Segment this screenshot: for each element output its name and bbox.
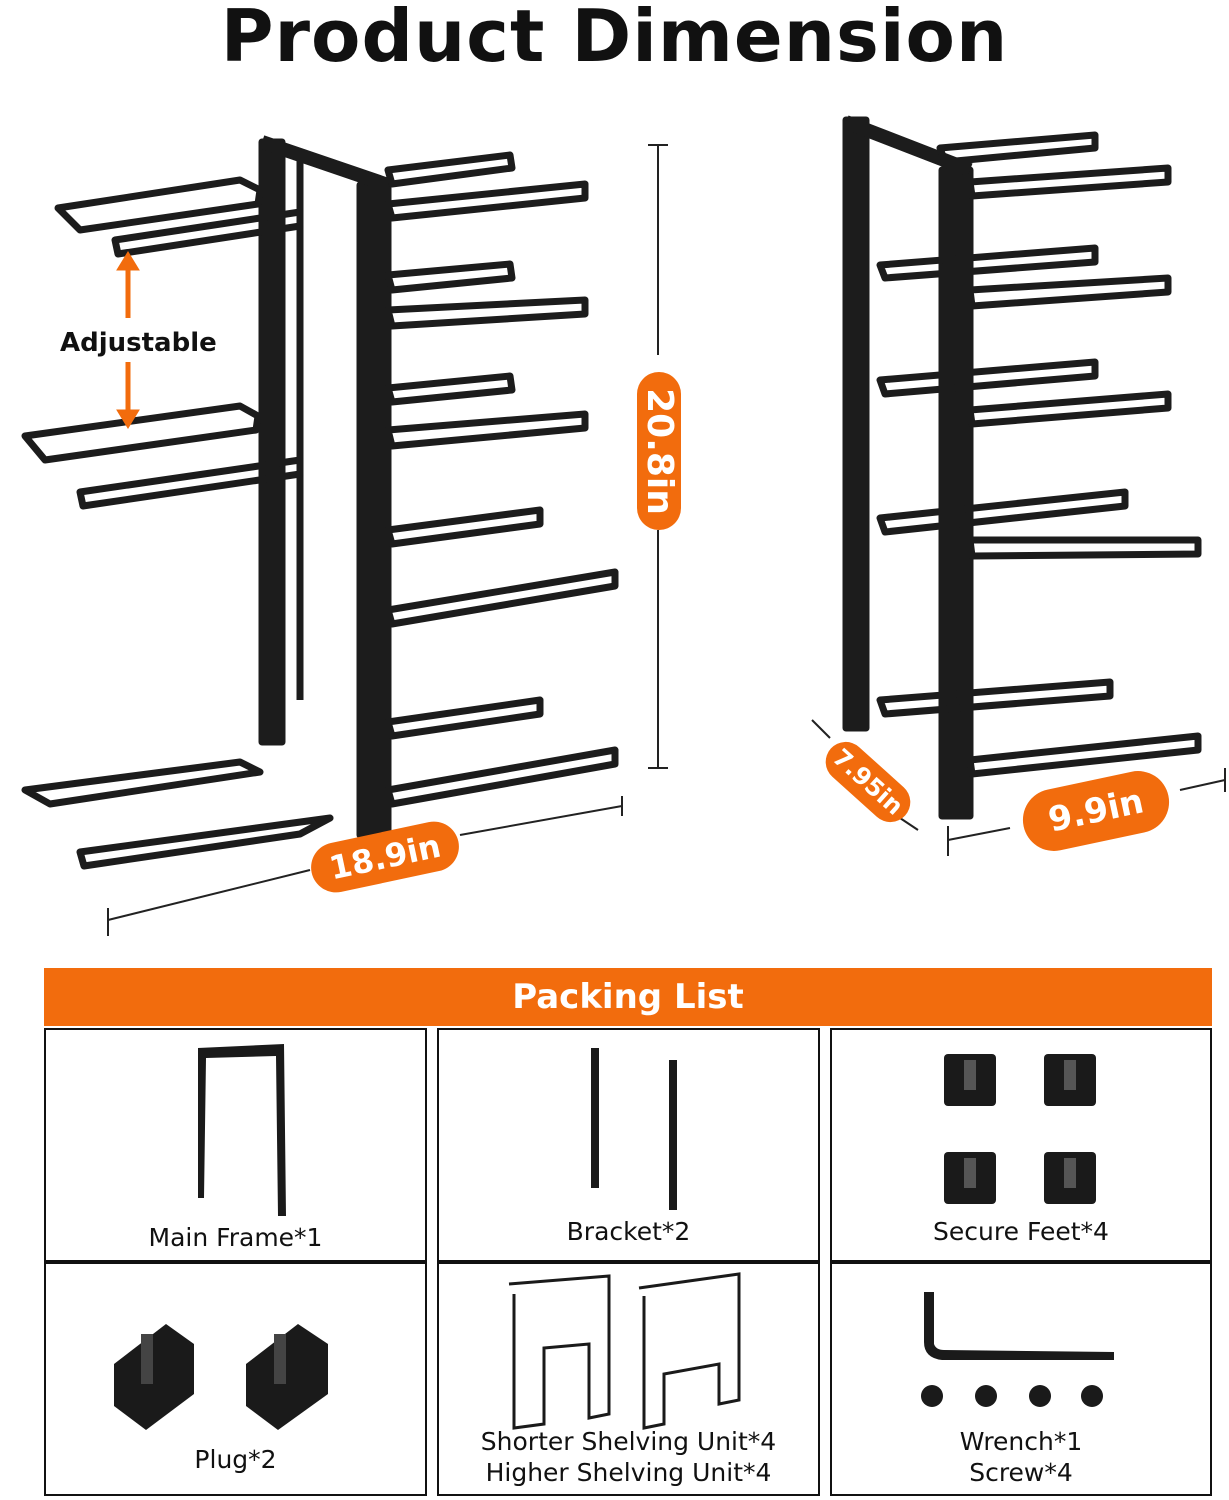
shelving-unit-icon (508, 1272, 741, 1430)
packing-item-plug: Plug*2 (44, 1262, 427, 1496)
packing-item-secure-feet: Secure Feet*4 (830, 1028, 1212, 1262)
bracket-icon (591, 1048, 677, 1210)
height-badge: 20.8in (637, 372, 681, 530)
main-frame-icon (198, 1044, 286, 1216)
item-label: Plug*2 (194, 1445, 277, 1474)
item-label-line2: Screw*4 (969, 1458, 1073, 1487)
packing-item-main-frame: Main Frame*1 (44, 1028, 427, 1262)
item-label-line2: Higher Shelving Unit*4 (485, 1458, 772, 1487)
item-label-line1: Wrench*1 (959, 1427, 1083, 1456)
wrench-screw-icon (921, 1292, 1114, 1407)
rack-illustration (21, 115, 1226, 936)
packing-list-grid: Main Frame*1 Bracket*2 Secure Feet*4 (44, 1026, 1212, 1498)
item-label-line1: Shorter Shelving Unit*4 (480, 1427, 777, 1456)
packing-item-wrench-screws: Wrench*1 Screw*4 (830, 1262, 1212, 1496)
packing-item-shelving-units: Shorter Shelving Unit*4 Higher Shelving … (437, 1262, 820, 1496)
height-value: 20.8in (638, 387, 680, 515)
item-label: Secure Feet*4 (933, 1217, 1109, 1246)
packing-item-bracket: Bracket*2 (437, 1028, 820, 1262)
product-illustrations: Adjustable 20.8in 18.9in 7.95in 9.9in (0, 100, 1229, 960)
item-label: Main Frame*1 (148, 1223, 323, 1252)
packing-list-header: Packing List (44, 968, 1212, 1026)
item-label: Bracket*2 (566, 1217, 691, 1246)
plug-icon (114, 1324, 328, 1430)
width-right-value: 9.9in (1044, 781, 1148, 841)
secure-feet-icon (944, 1054, 1096, 1204)
adjustable-label: Adjustable (60, 328, 217, 358)
page-title: Product Dimension (220, 0, 1009, 78)
